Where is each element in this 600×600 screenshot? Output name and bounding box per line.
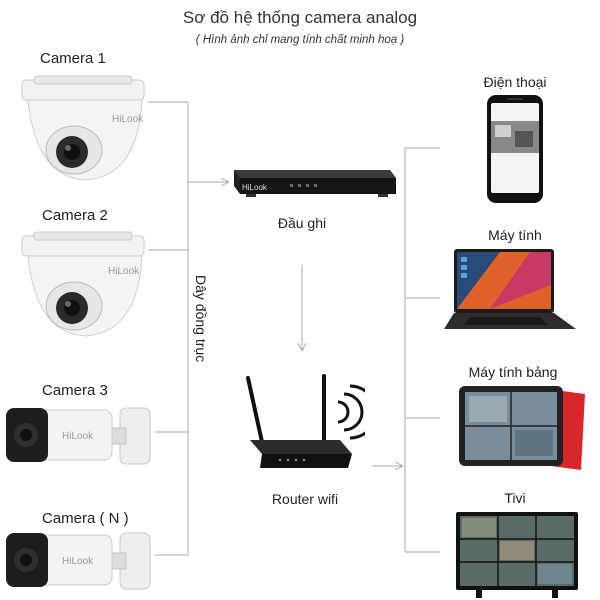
coax-cable-label: Dây đồng trục: [193, 275, 209, 363]
svg-text:HiLook: HiLook: [242, 183, 268, 192]
tv-label: Tivi: [504, 490, 526, 506]
router-label: Router wifi: [271, 491, 339, 507]
svg-text:HiLook: HiLook: [112, 114, 144, 125]
camera-n-label: Camera ( N ): [42, 510, 129, 527]
phone-icon: [487, 95, 543, 203]
recorder-icon: HiLook: [234, 170, 396, 197]
router-icon: [246, 374, 365, 468]
camera-2-label: Camera 2: [42, 207, 108, 224]
camera-1-label: Camera 1: [40, 50, 106, 67]
svg-text:HiLook: HiLook: [108, 266, 140, 277]
recorder-label: Đầu ghi: [277, 215, 327, 231]
camera-3-label: Camera 3: [42, 382, 108, 399]
dome-camera-1-icon: HiLook: [21, 75, 145, 181]
diagram-title: Sơ đồ hệ thống camera analog: [182, 8, 418, 27]
laptop-label: Máy tính: [488, 227, 542, 243]
bullet-camera-3-icon: HiLook: [6, 407, 151, 465]
dome-camera-2-icon: HiLook: [21, 231, 145, 337]
laptop-icon: [444, 249, 576, 329]
bullet-camera-n-icon: HiLook: [6, 532, 151, 590]
svg-text:HiLook: HiLook: [62, 431, 94, 442]
tv-icon: [456, 512, 578, 598]
tablet-label: Máy tính bảng: [468, 364, 558, 380]
phone-label: Điện thoại: [483, 74, 547, 90]
diagram-subtitle: ( Hình ảnh chỉ mang tính chất minh hoạ ): [195, 34, 405, 46]
tablet-icon: [459, 386, 585, 470]
svg-text:HiLook: HiLook: [62, 556, 94, 567]
